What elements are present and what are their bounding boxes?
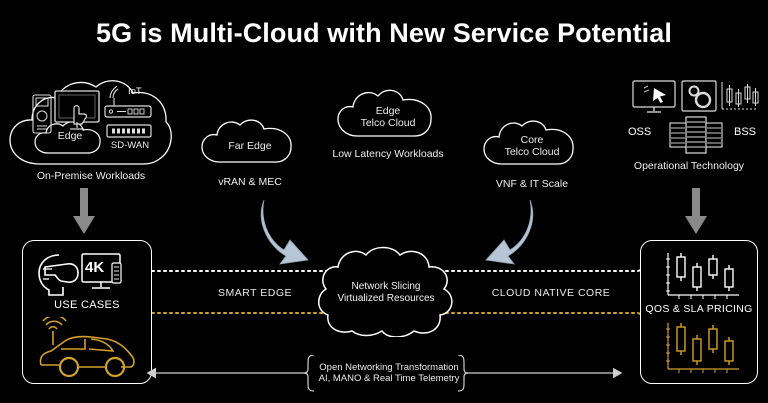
meter-icon <box>32 94 52 134</box>
network-slicing-cloud-shape <box>318 246 453 337</box>
network-slicing-line2: Virtualized Resources <box>337 292 435 304</box>
bss-label: BSS <box>734 126 757 138</box>
far-edge-label: Far Edge <box>228 140 272 152</box>
sdwan-label: SD-WAN <box>110 140 150 151</box>
gears-panel-icon <box>681 80 717 112</box>
core-telco-line2: Telco Cloud <box>504 146 560 158</box>
connected-car-icon <box>39 317 135 378</box>
curved-arrow-icon-right <box>485 199 534 265</box>
qos-sla-pricing-box[interactable]: QOS & SLA PRICING <box>640 240 758 384</box>
on-premise-cloud-group: Edge IoT <box>6 72 176 172</box>
iot-router-icon <box>104 86 152 118</box>
lane-label-smart-edge: SMART EDGE <box>217 287 293 299</box>
core-telco-caption: VNF & IT Scale <box>495 178 569 190</box>
footer-line1: Open Networking Transformation <box>319 362 459 373</box>
far-edge-cloud-shape <box>201 119 292 163</box>
down-arrow-icon-right <box>685 188 707 234</box>
edge-telco-line2: Telco Cloud <box>360 117 416 129</box>
edge-telco-cloud-shape <box>337 89 432 137</box>
touchscreen-monitor-icon <box>54 90 100 130</box>
on-premise-caption: On-Premise Workloads <box>36 170 146 182</box>
edge-telco-cloud-group: Edge Telco Cloud <box>336 88 440 140</box>
curved-arrow-icon-left <box>260 199 309 265</box>
candlestick-chart-white-icon <box>666 253 739 299</box>
vr-headset-icon <box>38 254 79 296</box>
oss-label: OSS <box>628 126 652 138</box>
operational-technology-caption: Operational Technology <box>633 160 745 172</box>
lane-label-cloud-native-core: CLOUD NATIVE CORE <box>491 287 611 299</box>
use-cases-label: USE CASES <box>54 299 120 311</box>
use-cases-box[interactable]: 4K USE CASES <box>22 240 152 384</box>
network-slicing-cloud-group: Network Slicing Virtualized Resources <box>316 245 456 337</box>
iot-label: IoT <box>128 86 142 97</box>
edge-telco-caption: Low Latency Workloads <box>332 148 444 160</box>
mini-chart-icon <box>721 82 759 110</box>
monitor-cursor-icon <box>632 80 676 113</box>
network-slicing-line1: Network Slicing <box>351 281 421 292</box>
candlestick-chart-orange-icon <box>666 323 739 373</box>
core-telco-cloud-shape <box>483 120 574 165</box>
far-edge-cloud-group: Far Edge <box>200 118 300 166</box>
far-edge-caption: vRAN & MEC <box>218 176 282 188</box>
edge-subcloud-label: Edge <box>57 130 83 142</box>
core-telco-cloud-group: Core Telco Cloud <box>482 118 582 168</box>
qos-sla-pricing-label: QOS & SLA PRICING <box>645 303 753 315</box>
down-arrow-icon-left <box>73 188 95 234</box>
footer-line2: AI, MANO & Real Time Telemetry <box>318 373 460 384</box>
monitor-4k-icon <box>81 253 122 289</box>
footer-span-arrow <box>146 355 623 392</box>
page-title: 5G is Multi-Cloud with New Service Poten… <box>96 18 672 48</box>
core-telco-line1: Core <box>520 134 544 146</box>
server-stack-icon <box>669 116 723 154</box>
edge-telco-line1: Edge <box>375 105 401 117</box>
monitor-4k-badge: 4K <box>85 259 105 276</box>
on-premise-cloud-shape <box>9 80 172 165</box>
sdwan-device-icon <box>106 124 152 138</box>
